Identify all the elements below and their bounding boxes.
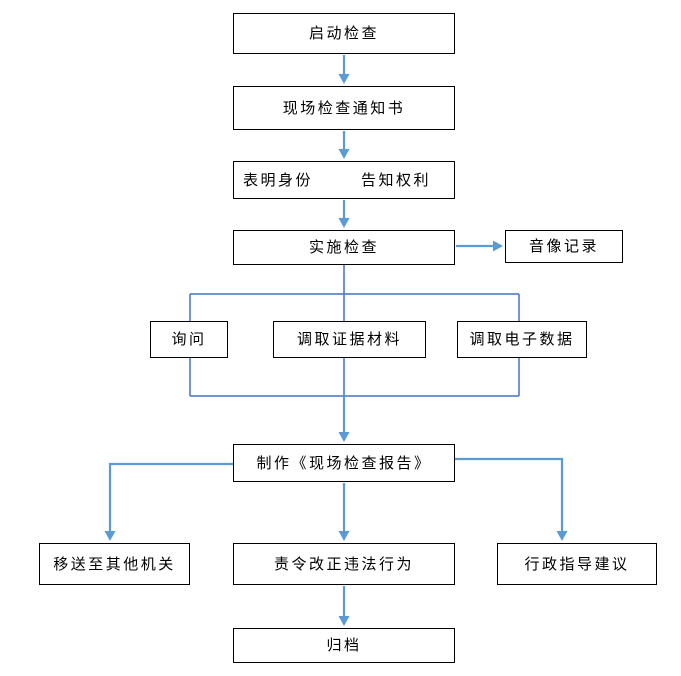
flow-node-guidance: 行政指导建议: [497, 543, 657, 585]
flow-node-implement: 实施检查: [233, 230, 455, 265]
flow-node-evidence: 调取证据材料: [273, 321, 426, 358]
flow-node-label: 行政指导建议: [524, 555, 630, 573]
flow-node-label: 调取证据材料: [296, 331, 402, 348]
flow-node-notice: 现场检查通知书: [233, 86, 455, 130]
flow-node-label: 责令改正违法行为: [273, 555, 414, 573]
flow-node-label: 实施检查: [308, 239, 379, 256]
arrow-report-to-guidance: [455, 457, 564, 531]
arrowhead-notice-to-identity: [338, 149, 350, 159]
flow-node-archive: 归档: [233, 628, 455, 663]
arrowhead-report-to-transfer: [104, 531, 116, 541]
arrowhead-implement-to-record: [493, 240, 503, 252]
flow-node-edata: 调取电子数据: [457, 321, 587, 358]
flow-node-inquiry: 询问: [150, 321, 228, 358]
flow-node-label: 表明身份: [243, 171, 314, 189]
flow-node-label: 询问: [171, 331, 207, 348]
flow-node-label: 调取电子数据: [469, 331, 575, 348]
flow-node-report: 制作《现场检查报告》: [233, 444, 455, 482]
arrowhead-loop-to-report: [338, 432, 350, 442]
flow-node-transfer: 移送至其他机关: [39, 543, 190, 585]
flow-node-label: 归档: [326, 637, 362, 654]
flow-node-label: 移送至其他机关: [53, 555, 176, 573]
arrowhead-start-to-notice: [338, 74, 350, 84]
arrow-report-to-transfer: [108, 462, 233, 531]
arrowhead-report-to-guidance: [556, 531, 568, 541]
flow-node-record: 音像记录: [505, 230, 623, 263]
arrowhead-identity-to-implement: [338, 218, 350, 228]
flow-node-label-secondary: 告知权利: [361, 171, 432, 189]
flow-node-start: 启动检查: [233, 13, 455, 54]
flow-node-identity: 表明身份 告知权利: [233, 161, 455, 199]
flow-node-order: 责令改正违法行为: [233, 543, 455, 585]
flow-node-label: 现场检查通知书: [282, 99, 406, 117]
arrowhead-order-to-archive: [338, 616, 350, 626]
flow-node-label: 启动检查: [308, 25, 379, 42]
flow-node-label: 音像记录: [528, 238, 599, 255]
flow-node-label: 制作《现场检查报告》: [256, 454, 432, 472]
arrowhead-report-to-order: [338, 531, 350, 541]
